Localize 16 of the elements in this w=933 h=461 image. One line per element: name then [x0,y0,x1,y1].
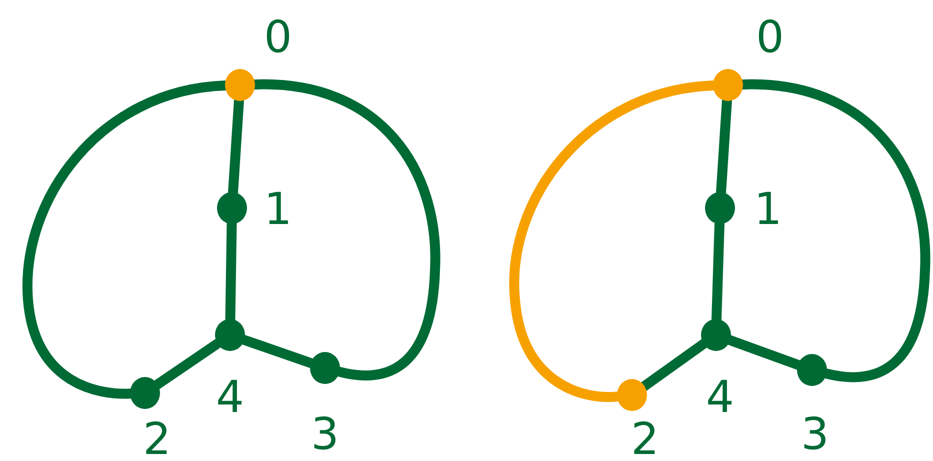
graph-edge [152,338,223,390]
vertex-number: 4 [705,376,735,420]
vertex-number: 2 [630,418,660,461]
vertex-number: 3 [310,413,340,457]
graph-vertex [225,69,255,101]
vertex-number: 0 [263,16,293,60]
graph-vertex [617,379,647,411]
vertex-number: 2 [142,418,172,461]
graph-edge [639,338,709,392]
vertex-number: 1 [753,188,783,232]
vertex-number: 4 [215,376,245,420]
vertex-number: 3 [800,413,830,457]
vertex-number: 1 [263,188,293,232]
graph-vertex [130,377,160,409]
vertex-number: 0 [755,16,785,60]
graph-vertex [713,69,743,101]
